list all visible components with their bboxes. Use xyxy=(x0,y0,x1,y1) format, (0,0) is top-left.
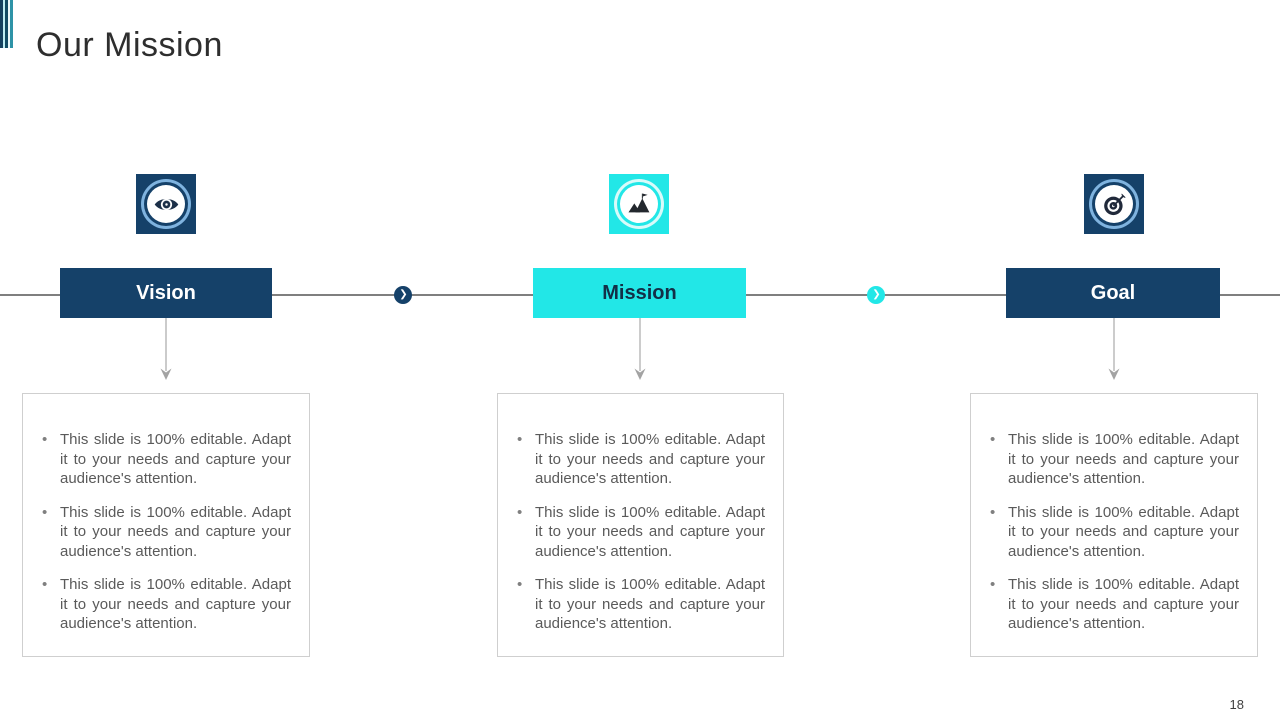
goal-label[interactable]: Goal xyxy=(1006,268,1220,318)
bullet-item: This slide is 100% editable. Adapt it to… xyxy=(986,430,1239,489)
vision-bullet-list: This slide is 100% editable. Adapt it to… xyxy=(23,394,309,634)
vision-icon-tile[interactable] xyxy=(136,174,196,234)
bullet-item: This slide is 100% editable. Adapt it to… xyxy=(986,503,1239,562)
bullet-item: This slide is 100% editable. Adapt it to… xyxy=(38,575,291,634)
vision-label[interactable]: Vision xyxy=(60,268,272,318)
down-arrow-icon xyxy=(1108,318,1120,380)
page-number: 18 xyxy=(1229,697,1244,712)
goal-icon-tile[interactable] xyxy=(1084,174,1144,234)
mission-label[interactable]: Mission xyxy=(533,268,746,318)
bullet-item: This slide is 100% editable. Adapt it to… xyxy=(38,503,291,562)
goal-bullet-list: This slide is 100% editable. Adapt it to… xyxy=(971,394,1257,634)
chevron-right-icon: ❯ xyxy=(394,286,412,304)
mountain-flag-icon xyxy=(620,185,658,223)
target-icon xyxy=(1095,185,1133,223)
page-title: Our Mission xyxy=(36,26,223,64)
vision-text-box[interactable]: This slide is 100% editable. Adapt it to… xyxy=(22,393,310,657)
bullet-item: This slide is 100% editable. Adapt it to… xyxy=(986,575,1239,634)
bullet-item: This slide is 100% editable. Adapt it to… xyxy=(513,575,765,634)
mission-text-box[interactable]: This slide is 100% editable. Adapt it to… xyxy=(497,393,784,657)
goal-text-box[interactable]: This slide is 100% editable. Adapt it to… xyxy=(970,393,1258,657)
down-arrow-icon xyxy=(634,318,646,380)
down-arrow-icon xyxy=(160,318,172,380)
mission-icon-tile[interactable] xyxy=(609,174,669,234)
bullet-item: This slide is 100% editable. Adapt it to… xyxy=(513,430,765,489)
corner-stripes-decoration xyxy=(0,0,13,48)
eye-icon xyxy=(147,185,185,223)
mission-bullet-list: This slide is 100% editable. Adapt it to… xyxy=(498,394,783,634)
bullet-item: This slide is 100% editable. Adapt it to… xyxy=(38,430,291,489)
chevron-right-icon: ❯ xyxy=(867,286,885,304)
bullet-item: This slide is 100% editable. Adapt it to… xyxy=(513,503,765,562)
